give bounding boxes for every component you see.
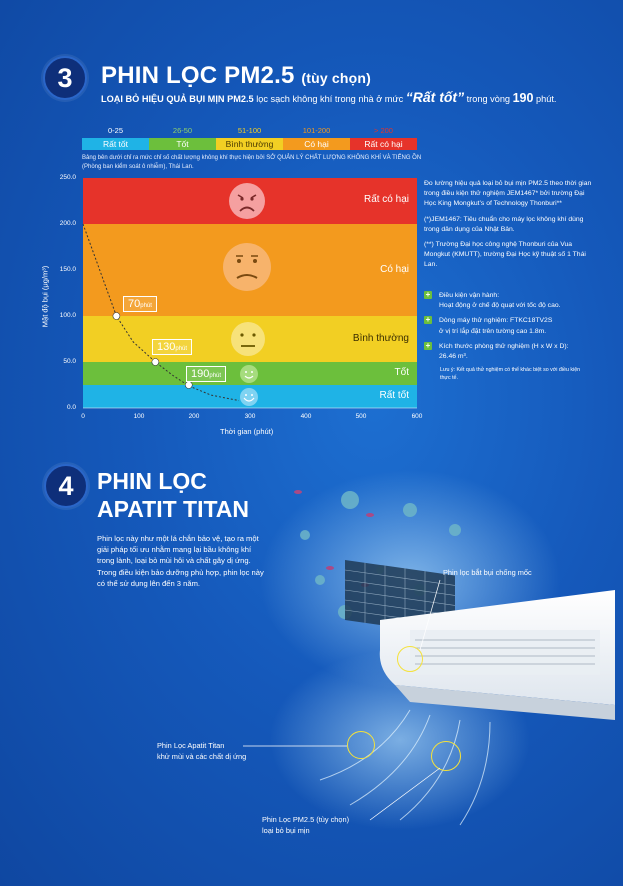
legend-cell-good: Tốt [149, 138, 216, 150]
annotation-70-min: 70phút [123, 296, 157, 312]
x-tick-label: 200 [188, 413, 200, 420]
happy-face-icon [240, 365, 258, 383]
neutral-face-icon [231, 322, 265, 356]
condition-item: + Điều kiện vận hành:Hoạt động ở chế độ … [424, 290, 561, 310]
legend-cell-normal: Bình thường [216, 138, 283, 150]
y-axis-label: Mật độ bụi (μg/m³) [40, 265, 50, 328]
x-tick-label: 0 [81, 413, 85, 420]
apatit-filter-marker [347, 731, 375, 759]
x-axis-label: Thời gian (phút) [220, 427, 274, 436]
legend-range-1: 26-50 [172, 126, 193, 135]
callout-mold-filter: Phin lọc bắt bụi chống mốc [443, 568, 532, 577]
plus-icon: + [424, 290, 432, 299]
legend-range-2: 51-100 [237, 126, 262, 135]
x-tick-label: 600 [411, 413, 423, 420]
x-tick-label: 500 [355, 413, 367, 420]
section-3-number: 3 [43, 56, 87, 100]
legend-range-0: 0-25 [107, 126, 123, 135]
legend-cell-very-good: Rất tốt [82, 138, 149, 150]
section-3-subtitle: LOẠI BỎ HIỆU QUẢ BỤI MỊN PM2.5 lọc sạch … [101, 89, 557, 105]
x-tick-label: 400 [300, 413, 312, 420]
dust-density-curve [82, 223, 239, 402]
section-3-title: PHIN LỌC PM2.5 (tùy chọn) [101, 62, 372, 89]
y-tick-label: 250.0 [59, 174, 76, 181]
y-tick-label: 0.0 [66, 404, 76, 411]
x-tick-label: 300 [244, 413, 256, 420]
y-tick-label: 150.0 [59, 266, 76, 273]
sad-face-icon [223, 243, 271, 291]
legend-range-4: > 200 [374, 126, 393, 135]
plus-icon: + [424, 340, 432, 350]
condition-item: + Kích thước phòng thử nghiệm (H x W x D… [424, 340, 569, 360]
very-sad-face-icon [229, 183, 265, 219]
plus-icon: + [424, 315, 432, 325]
legend-range-3: 101-200 [302, 126, 331, 135]
mold-filter-marker [397, 646, 423, 672]
test-conditions-list: + Điều kiện vận hành:Hoạt động ở chế độ … [424, 291, 599, 383]
x-tick-label: 100 [133, 413, 145, 420]
air-conditioner-illustration [260, 470, 615, 830]
legend-cell-harmful: Có hại [283, 138, 350, 150]
y-tick-label: 200.0 [59, 220, 76, 227]
test-footnote: Lưu ý: Kết quả thử nghiệm có thể khác bi… [440, 367, 581, 382]
pm25-filter-marker [431, 741, 461, 771]
annotation-130-min: 130phút [152, 339, 193, 355]
callout-apatit-filter: Phin Lọc Apatit Titan khử mùi và các chấ… [157, 741, 247, 761]
legend-cell-very-harmful: Rất có hại [350, 138, 417, 150]
chart-plot-area [82, 223, 417, 409]
annotation-point [112, 312, 121, 320]
test-description: Đo lường hiệu quả loại bỏ bụi mịn PM2.5 … [424, 180, 592, 269]
very-happy-face-icon [240, 388, 258, 406]
y-tick-label: 100.0 [59, 312, 76, 319]
callout-pm25-filter: Phin Lọc PM2.5 (tùy chọn) loại bỏ bụi mị… [262, 815, 350, 835]
annotation-190-min: 190phút [186, 366, 227, 382]
annotation-point [184, 381, 193, 389]
section-4-title: PHIN LỌC APATIT TITAN [97, 468, 250, 522]
annotation-point [151, 358, 160, 366]
section-4-number: 4 [44, 464, 88, 508]
legend-note: Bảng bên dưới chỉ ra mức chỉ số chất lượ… [82, 155, 422, 170]
y-tick-label: 50.0 [63, 358, 76, 365]
section-4-description: Phin lọc này như một lá chắn bảo vệ, tạo… [97, 534, 264, 588]
